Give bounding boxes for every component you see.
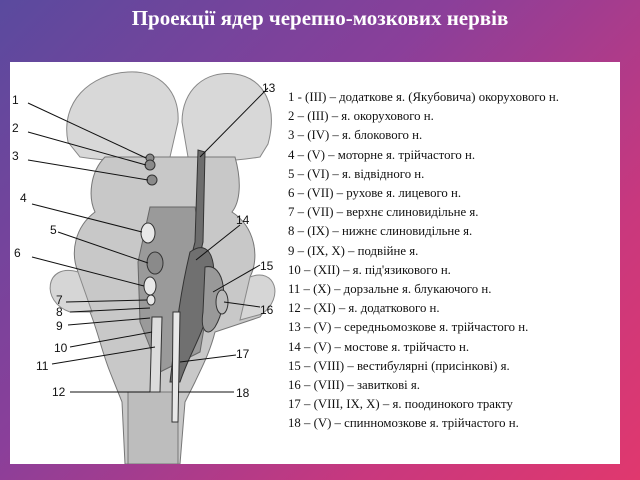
nucleus-2	[144, 159, 156, 171]
legend-item-8: 8 – (IX) – нижнє слиновидільне я.	[288, 224, 473, 239]
nucleus-7	[146, 294, 156, 306]
legend-item-3: 3 – (IV) – я. блокового н.	[288, 128, 423, 143]
figure-number-18: 18	[236, 386, 250, 400]
figure-number-11: 11	[36, 359, 49, 373]
brainstem-diagram: 1 2 3 4 5 6 7 8 9 10 11 12 13 14 15 16 1…	[12, 71, 276, 464]
figure-number-8: 8	[56, 305, 63, 319]
figure-number-12: 12	[52, 385, 66, 399]
nucleus-15-shape	[201, 266, 225, 333]
slide-title: Проекції ядер черепно-мозкових нервів	[131, 6, 509, 30]
content-panel: 1 2 3 4 5 6 7 8 9 10 11 12 13 14 15 16 1…	[10, 62, 620, 464]
figure-number-2: 2	[12, 121, 19, 135]
figure-number-15: 15	[260, 259, 274, 273]
figure-number-9: 9	[56, 319, 63, 333]
figure-number-3: 3	[12, 149, 19, 163]
nucleus-5	[146, 251, 164, 275]
legend-item-6: 6 – (VII) – рухове я. лицевого н.	[288, 186, 462, 201]
right-wing-shape	[239, 274, 276, 321]
legend-item-4: 4 – (V) – моторне я. трійчастого н.	[288, 147, 476, 162]
legend-item-1: 1 - (III) – додаткове я. (Якубовича) око…	[288, 90, 559, 104]
legend-item-9: 9 – (IX, X) – подвійне я.	[288, 243, 419, 258]
legend-item-5: 5 – (VI) – я. відвідного н.	[288, 166, 425, 181]
legend-item-18: 18 – (V) – спинномозкове я. трійчастого …	[288, 416, 519, 431]
figure-number-1: 1	[12, 93, 19, 107]
figure-number-6: 6	[14, 246, 21, 260]
legend-item-7: 7 – (VII) – верхнє слиновидільне я.	[288, 205, 479, 220]
nucleus-3	[146, 174, 158, 186]
legend-item-2: 2 – (III) – я. окорухового н.	[288, 109, 434, 124]
nucleus-16	[215, 289, 229, 315]
legend-item-10: 10 – (XII) – я. під'язикового н.	[288, 262, 451, 277]
legend-item-11: 11 – (X) – дорзальне я. блукаючого н.	[288, 282, 492, 297]
legend-item-15: 15 – (VIII) – вестибулярні (присінкові) …	[288, 358, 510, 373]
leader-lines	[27, 87, 269, 393]
figure-number-5: 5	[50, 223, 57, 237]
figure-number-7: 7	[56, 293, 63, 307]
legend-item-16: 16 – (VIII) – завиткові я.	[288, 378, 421, 393]
nucleus-17-tract	[171, 311, 181, 423]
figure-number-14: 14	[236, 213, 250, 227]
figure-number-17: 17	[236, 347, 250, 361]
legend-item-17: 17 – (VIII, IX, X) – я. поодинокого трак…	[288, 397, 513, 412]
legend-item-14: 14 – (V) – мостове я. трійчасто н.	[288, 339, 470, 354]
nucleus-6	[143, 276, 157, 296]
legend-item-12: 12 – (XI) – я. додаткового н.	[288, 301, 440, 316]
nucleus-4	[140, 222, 156, 244]
spinal-cord-shape	[127, 391, 179, 464]
figure-number-13: 13	[262, 81, 276, 95]
figure-number-16: 16	[260, 303, 274, 317]
legend-list: 1 - (III) – додаткове я. (Якубовича) око…	[288, 88, 618, 434]
right-hemisphere-shape	[181, 73, 272, 162]
nuclei-10-11-12-column	[149, 316, 163, 393]
figure-number-4: 4	[20, 191, 27, 205]
legend-item-13: 13 – (V) – середньомозкове я. трійчастог…	[288, 320, 529, 335]
figure-number-10: 10	[54, 341, 68, 355]
